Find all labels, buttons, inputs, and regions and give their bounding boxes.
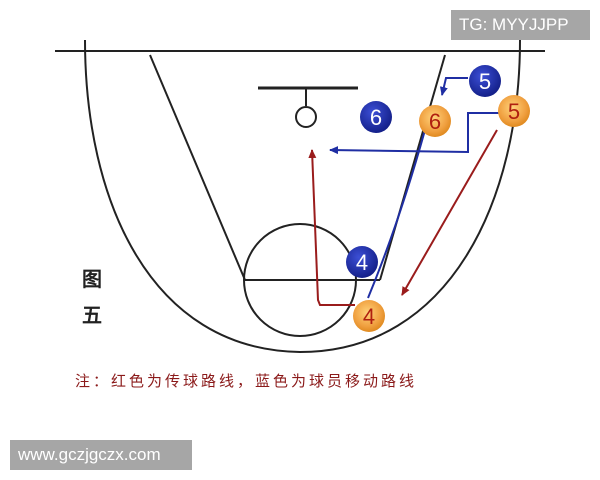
player-blue-4: 4	[346, 246, 378, 278]
free-throw-circle	[243, 223, 357, 337]
figure-label-line1: 图	[82, 267, 102, 291]
pass-line-5-to-4	[401, 129, 498, 296]
figure-label-line2: 五	[82, 303, 102, 327]
player-blue-6: 6	[360, 101, 392, 133]
player-orange-4: 4	[353, 300, 385, 332]
move-line-5-cut	[329, 112, 500, 155]
legend-note: 注：红色为传球路线，蓝色为球员移动路线	[75, 372, 418, 390]
rim	[295, 106, 317, 128]
player-blue-5-number: 5	[479, 69, 491, 94]
site-watermark: www.gczjgczx.com	[10, 440, 192, 470]
lane-line-left	[149, 54, 246, 281]
player-orange-5: 5	[498, 95, 530, 127]
three-point-line	[84, 39, 521, 354]
pass-line-4-to-rim	[308, 149, 355, 306]
lane-line-right	[379, 54, 446, 281]
player-blue-5: 5	[469, 65, 501, 97]
player-blue-4-number: 4	[356, 250, 368, 275]
player-orange-6-number: 6	[429, 109, 441, 134]
player-orange-6: 6	[419, 105, 451, 137]
tg-watermark: TG: MYYJJPP	[451, 10, 590, 40]
move-line-4-roll	[367, 129, 426, 299]
move-line-5-baseline	[439, 77, 468, 96]
player-orange-5-number: 5	[508, 99, 520, 124]
player-orange-4-number: 4	[363, 304, 375, 329]
player-blue-6-number: 6	[370, 105, 382, 130]
